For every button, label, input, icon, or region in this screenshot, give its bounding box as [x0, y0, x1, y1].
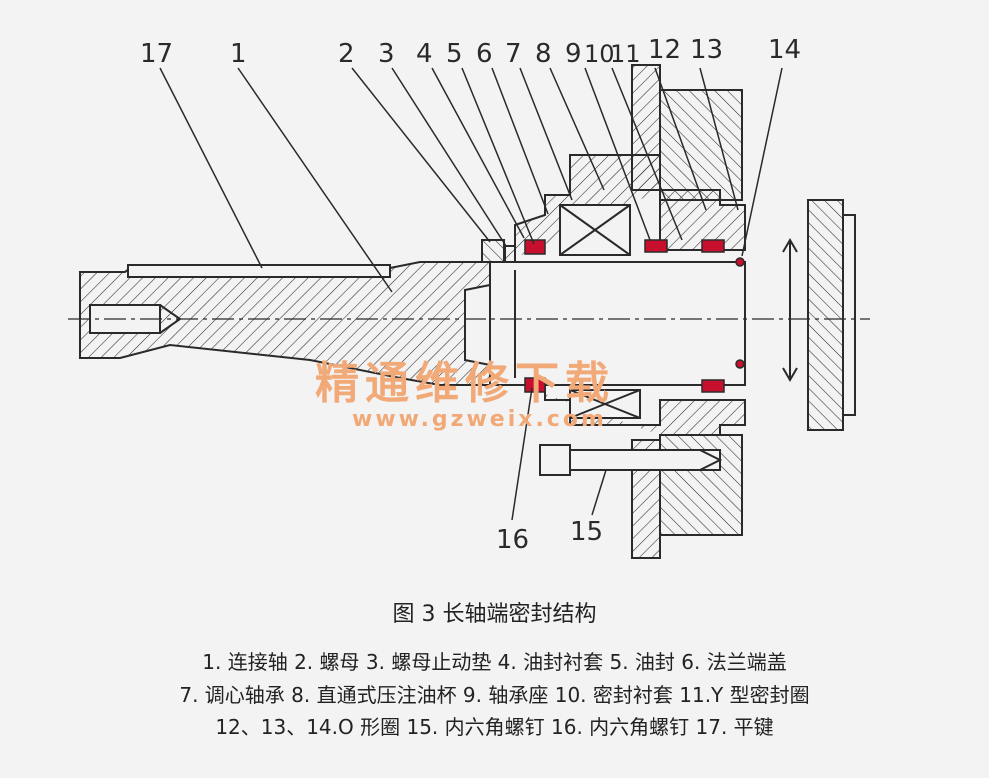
- callout-16: 16: [496, 525, 529, 555]
- connecting-shaft: [79, 261, 521, 386]
- leader-lines: [159, 67, 783, 521]
- callout-5: 5: [446, 39, 463, 69]
- callout-3: 3: [378, 39, 395, 69]
- bearing-housing-bottom: [520, 384, 746, 436]
- callout-6: 6: [476, 39, 493, 69]
- callout-13: 13: [690, 35, 723, 65]
- legend-line-1: 1. 连接轴 2. 螺母 3. 螺母止动垫 4. 油封衬套 5. 油封 6. 法…: [202, 650, 787, 674]
- svg-text:www.gzweix.com: www.gzweix.com: [352, 407, 607, 432]
- figure-title: 图 3 长轴端密封结构: [392, 602, 597, 627]
- callout-14: 14: [768, 35, 801, 65]
- wall-plate: [631, 64, 743, 559]
- legend-line-3: 12、13、14.O 形圈 15. 内六角螺钉 16. 内六角螺钉 17. 平键: [215, 715, 774, 739]
- nut: [481, 239, 516, 263]
- legend-line-2: 7. 调心轴承 8. 直通式压注油杯 9. 轴承座 10. 密封衬套 11.Y …: [179, 683, 810, 707]
- callout-9: 9: [565, 39, 582, 69]
- callout-4: 4: [416, 39, 433, 69]
- svg-text:精通维修下载: 精通维修下载: [315, 358, 615, 409]
- callout-8: 8: [535, 39, 552, 69]
- hex-socket-screw: [539, 444, 723, 476]
- seal-rings: [524, 239, 745, 393]
- callout-11: 11: [610, 40, 641, 68]
- callout-2: 2: [338, 39, 355, 69]
- coupling-flange: [782, 199, 856, 431]
- callout-10: 10: [584, 40, 615, 68]
- shaft-body: [464, 261, 746, 386]
- callout-15: 15: [570, 517, 603, 547]
- watermark: 精通维修下载 www.gzweix.com: [315, 358, 615, 432]
- callout-12: 12: [648, 35, 681, 65]
- callout-17: 17: [140, 39, 173, 69]
- callout-labels: 17 1 2 3 4 5 6 7 8 9 10 11 12 13 14 15 1…: [140, 35, 801, 555]
- seal-structure-drawing: 17 1 2 3 4 5 6 7 8 9 10 11 12 13 14 15 1…: [68, 35, 870, 559]
- callout-7: 7: [505, 39, 522, 69]
- callout-1: 1: [230, 39, 247, 69]
- bearing-housing-top: [514, 154, 746, 258]
